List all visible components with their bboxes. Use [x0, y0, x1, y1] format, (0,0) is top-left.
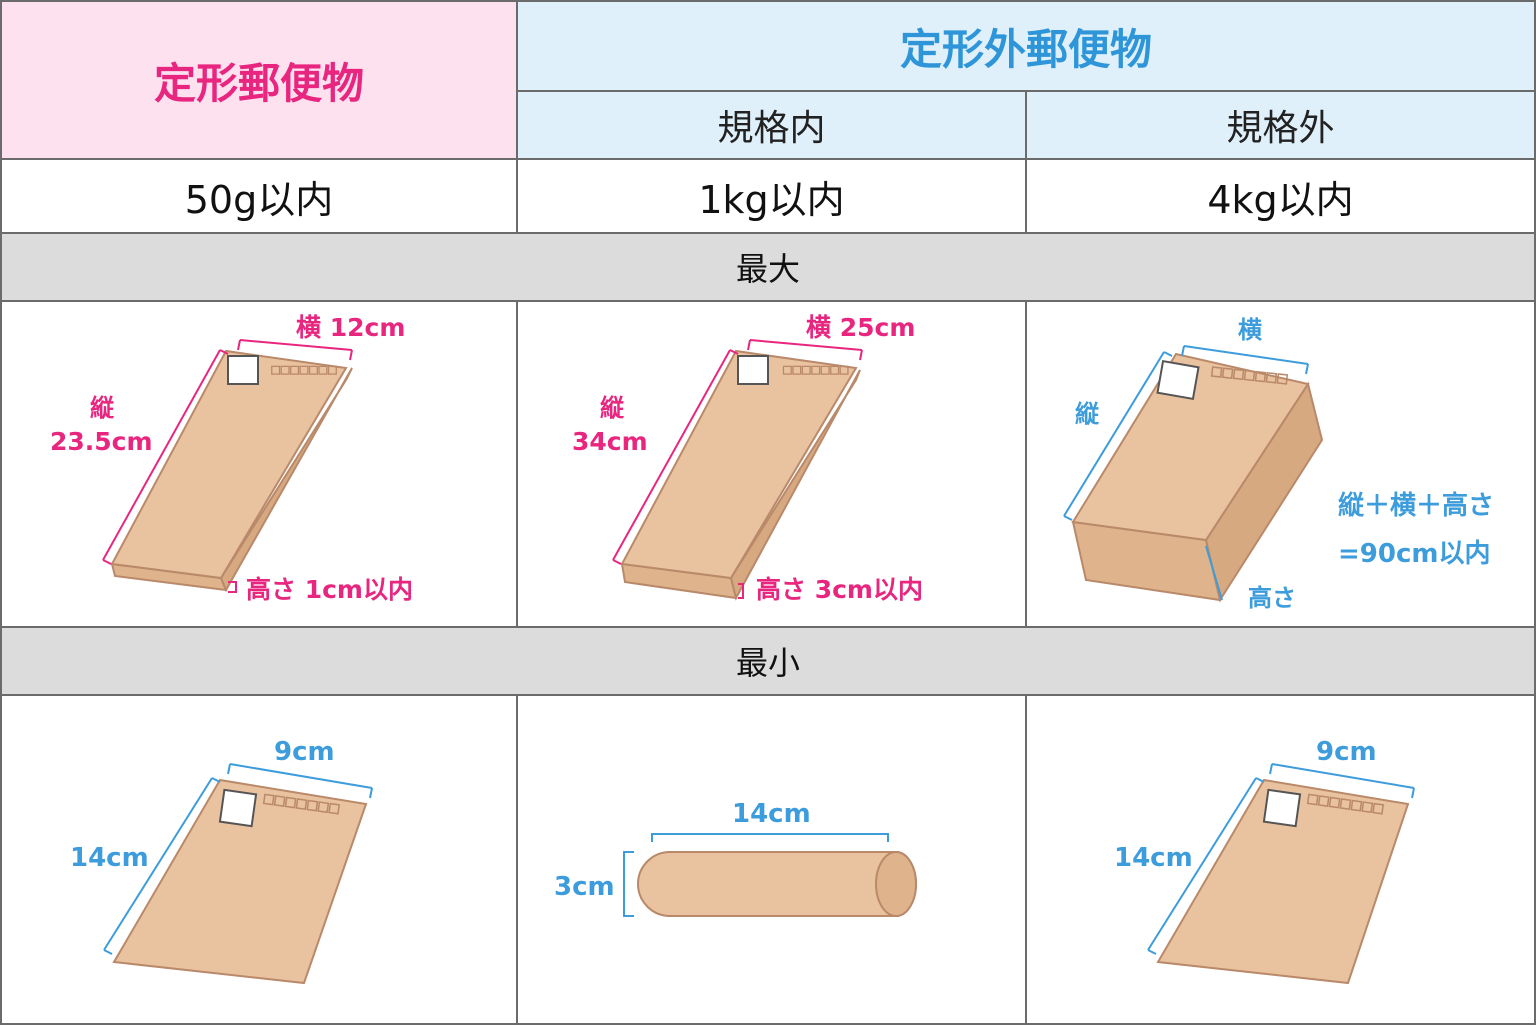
- max-kikakugai-box: [1071, 352, 1324, 603]
- section-max: 最大: [2, 234, 1534, 300]
- min-kikakugai-width-label: 9cm: [1316, 737, 1377, 767]
- teikei-header-label: 定形郵便物: [153, 58, 364, 108]
- min-teikei-envelope: [112, 778, 368, 985]
- grid-h-max-row: [0, 626, 1536, 628]
- max-teikei-length-value: 23.5cm: [50, 427, 153, 456]
- grid-v-2c: [1025, 694, 1027, 1025]
- grid-v-1: [516, 0, 518, 234]
- min-teikei-width-label: 9cm: [274, 737, 335, 767]
- max-kikakunai-length-value: 34cm: [572, 427, 648, 456]
- kikakugai-weight-label: 4kg以内: [1207, 177, 1354, 222]
- max-kikakunai-envelope: [620, 349, 861, 601]
- min-kikakunai-roll: [637, 851, 917, 917]
- teikei-header: 定形郵便物: [2, 2, 516, 158]
- max-kikakugai-sum-line2: =90cm以内: [1338, 539, 1490, 569]
- max-kikakugai-length-label: 縦: [1075, 400, 1100, 428]
- kikakunai-weight-label: 1kg以内: [698, 177, 845, 222]
- kikakugai-header: 規格外: [1027, 92, 1534, 158]
- teikeigai-header: 定形外郵便物: [518, 2, 1534, 90]
- max-kikakugai-dimension-lines: [1063, 345, 1309, 601]
- min-teikei-dimension-lines: [103, 763, 373, 955]
- grid-v-2b: [1025, 300, 1027, 628]
- grid-h-header: [0, 158, 1536, 160]
- grid-v-2: [1025, 90, 1027, 234]
- grid-border-top: [0, 0, 1536, 2]
- max-kikakugai-sum-line1: 縦＋横＋高さ: [1338, 490, 1494, 521]
- max-kikakunai-dimension-lines: [612, 339, 863, 599]
- max-kikakunai-height-label: 高さ 3cm以内: [756, 575, 923, 604]
- min-kikakunai-length-label: 14cm: [732, 799, 811, 829]
- grid-h-section-max: [0, 300, 1536, 302]
- kikakunai-header: 規格内: [518, 92, 1025, 158]
- max-teikei-envelope: [110, 349, 353, 593]
- kikakugai-weight: 4kg以内: [1027, 160, 1534, 232]
- max-kikakugai-width-label: 横: [1238, 316, 1263, 344]
- max-kikakugai-height-label: 高さ: [1248, 584, 1296, 612]
- kikakunai-header-label: 規格内: [717, 108, 826, 149]
- min-kikakugai-envelope: [1156, 778, 1410, 985]
- grid-border-bottom: [0, 1023, 1536, 1025]
- teikei-weight-label: 50g以内: [184, 177, 334, 222]
- grid-h-section-min: [0, 694, 1536, 696]
- max-teikei-height-label: 高さ 1cm以内: [246, 575, 413, 604]
- section-min: 最小: [2, 628, 1534, 694]
- max-teikei-length-word: 縦: [90, 394, 115, 422]
- min-teikei-length-label: 14cm: [70, 843, 149, 873]
- max-teikei-dimension-lines: [102, 339, 353, 593]
- teikeigai-header-label: 定形外郵便物: [899, 24, 1152, 74]
- min-kikakugai-dimension-lines: [1147, 763, 1415, 955]
- grid-h-weight: [0, 232, 1536, 234]
- kikakunai-weight: 1kg以内: [518, 160, 1025, 232]
- min-kikakunai-diameter-label: 3cm: [554, 872, 615, 902]
- grid-border-right: [1534, 0, 1536, 1025]
- max-teikei-width-label: 横 12cm: [296, 313, 405, 342]
- section-max-label: 最大: [735, 250, 800, 288]
- min-kikakugai-length-label: 14cm: [1114, 843, 1193, 873]
- grid-v-1c: [516, 694, 518, 1025]
- max-kikakunai-width-label: 横 25cm: [806, 313, 915, 342]
- kikakugai-header-label: 規格外: [1226, 108, 1335, 149]
- teikei-weight: 50g以内: [2, 160, 516, 232]
- section-min-label: 最小: [735, 644, 800, 682]
- grid-v-1b: [516, 300, 518, 628]
- min-kikakunai-dimension-lines: [623, 833, 889, 917]
- grid-border-left: [0, 0, 2, 1025]
- max-kikakunai-length-word: 縦: [600, 394, 625, 422]
